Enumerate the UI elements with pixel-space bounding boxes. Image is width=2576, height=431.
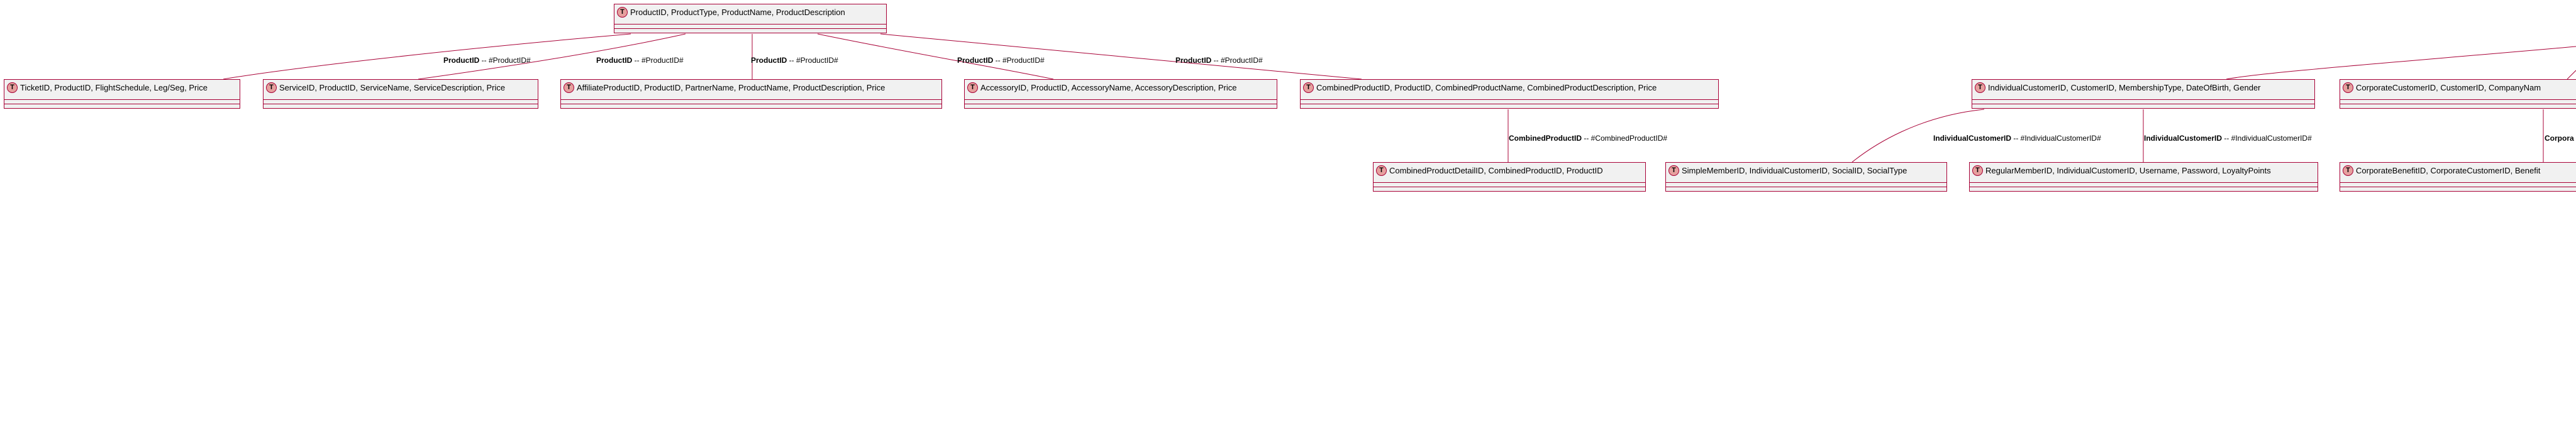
table-icon: T [1972,165,1983,176]
entity-title: IndividualCustomerID, CustomerID, Member… [1988,82,2261,92]
divider [614,28,886,29]
table-icon: T [1975,82,1985,93]
divider [2340,182,2576,183]
table-icon: T [2343,165,2353,176]
edge-label: ProductID -- #ProductID# [957,56,1045,65]
divider [561,99,941,100]
edge-product-combined [880,33,1362,80]
entity-title: AffiliateProductID, ProductID, PartnerNa… [577,82,886,92]
divider [4,99,240,100]
edge-label: IndividualCustomerID -- #IndividualCusto… [2144,134,2312,143]
table-icon: T [7,82,18,93]
divider [965,99,1277,100]
edge-product-service [418,33,686,80]
table-icon: T [1376,165,1387,176]
edge-product-ticket [223,33,631,80]
divider [264,99,538,100]
table-icon: T [1668,165,1679,176]
table-icon: T [617,6,628,18]
table-icon: T [1303,82,1314,93]
divider [1970,182,2318,183]
entity-title: AccessoryID, ProductID, AccessoryName, A… [980,82,1237,92]
edge-label: IndividualCustomerID -- #IndividualCusto… [1933,134,2101,143]
entity-title: CombinedProductDetailID, CombinedProduct… [1389,165,1603,175]
edge-individual-simple [1852,109,1985,163]
entity-title: CorporateCustomerID, CustomerID, Company… [2356,82,2541,92]
edge-offscreen-individual [2226,46,2576,80]
entity-title: ServiceID, ProductID, ServiceName, Servi… [279,82,506,92]
edge-label: CombinedProductID -- #CombinedProductID# [1509,134,1668,143]
edge-label: ProductID -- #ProductID# [751,56,838,65]
entity-title: SimpleMemberID, IndividualCustomerID, So… [1682,165,1907,175]
divider [1972,99,2314,100]
edge-label: ProductID -- #ProductID# [596,56,684,65]
entity-title: ProductID, ProductType, ProductName, Pro… [630,7,845,17]
divider [1301,99,1718,100]
divider [2340,99,2576,100]
edge-label: ProductID -- #ProductID# [1175,56,1263,65]
entity-title: RegularMemberID, IndividualCustomerID, U… [1985,165,2271,175]
entity-title: CorporateBenefitID, CorporateCustomerID,… [2356,165,2541,175]
edge-label: Corpora [2545,134,2574,143]
table-icon: T [564,82,574,93]
entity-title: CombinedProductID, ProductID, CombinedPr… [1316,82,1657,92]
divider [1666,182,1946,183]
edge-offscreen-corporate [2567,70,2576,80]
entity-title: TicketID, ProductID, FlightSchedule, Leg… [20,82,208,92]
edge-product-accessory [817,33,1054,80]
table-icon: T [266,82,277,93]
divider [1374,182,1645,183]
table-icon: T [2343,82,2353,93]
edge-label: ProductID -- #ProductID# [443,56,531,65]
table-icon: T [967,82,978,93]
divider [614,24,886,25]
